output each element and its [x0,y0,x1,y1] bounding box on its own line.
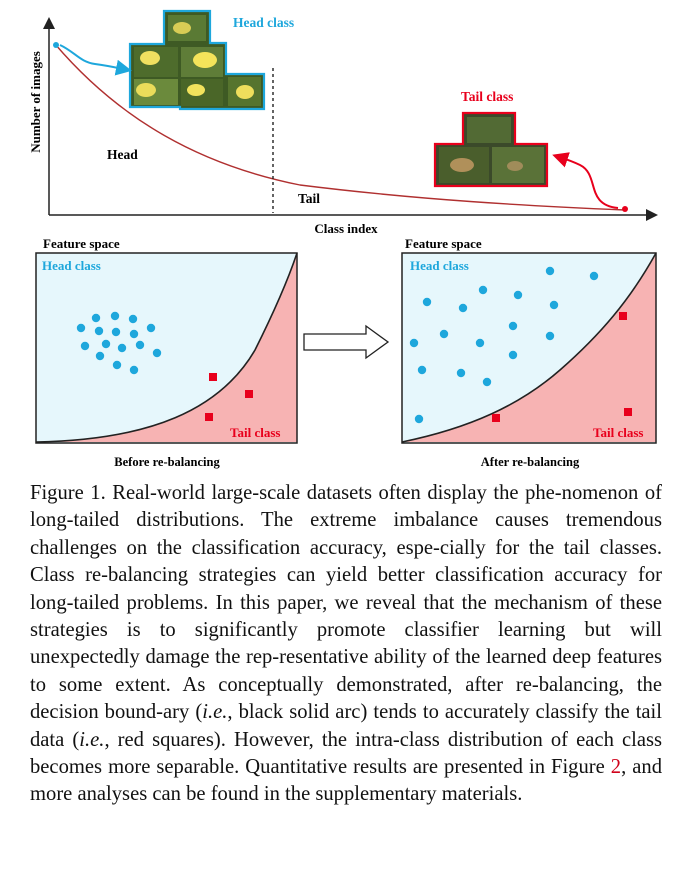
tail-class-label-after: Tail class [593,425,643,440]
caption-text-1: Figure 1. Real-world large-scale dataset… [30,482,662,724]
caption-text-4: , and more analyses can be found in the … [30,756,662,806]
panel-frame-before [35,252,298,444]
panel-title-before: Feature space [43,236,120,251]
panel-caption-after: After re-balancing [481,455,580,469]
head-class-label: Head class [233,15,294,30]
tail-region-before [36,253,297,442]
tail-class-pointer-arrow [552,152,619,209]
feature-space-after: Feature space Head class Tail class Afte… [401,236,657,469]
head-points-after [409,266,599,424]
panel-title-after: Feature space [405,236,482,251]
head-class-image-collage [128,9,266,111]
tail-points-after [492,312,632,422]
tail-class-image-collage [433,111,549,188]
x-axis-label: Class index [314,221,378,236]
head-points-before [76,311,162,375]
long-tail-curve [54,43,626,211]
tail-class-label: Tail class [461,89,513,104]
decision-boundary-after [401,252,657,443]
panel-frame-after [401,252,657,444]
decision-boundary-before [35,252,298,443]
caption-ie-2: i.e. [79,728,105,751]
long-tail-plot: Number of images Class index Head Tail H… [28,9,658,236]
caption-text-3: , red squares). However, the intra-class… [30,728,662,779]
figure-2-link[interactable]: 2 [610,756,622,779]
caption-text-2: , black solid arc) tends to accurately c… [30,701,663,751]
y-axis-label: Number of images [28,51,43,153]
head-class-label-before: Head class [42,258,101,273]
tail-region-label: Tail [298,191,320,206]
transition-arrow [303,324,390,360]
figure-caption: Figure 1. Real-world large-scale dataset… [30,480,662,809]
curve-end-dot [622,206,628,212]
head-region-label: Head [107,147,138,162]
tail-region-after [402,253,656,442]
panel-caption-before: Before re-balancing [114,455,220,469]
curve-start-dot [53,42,59,48]
feature-space-before: Feature space Head class Tail class Befo… [35,236,298,469]
head-class-pointer-arrow [59,44,132,76]
head-class-label-after: Head class [410,258,469,273]
figure-1: Number of images Class index Head Tail H… [28,9,658,469]
caption-ie-1: i.e. [202,701,228,724]
tail-class-label-before: Tail class [230,425,280,440]
tail-points-before [205,373,253,421]
